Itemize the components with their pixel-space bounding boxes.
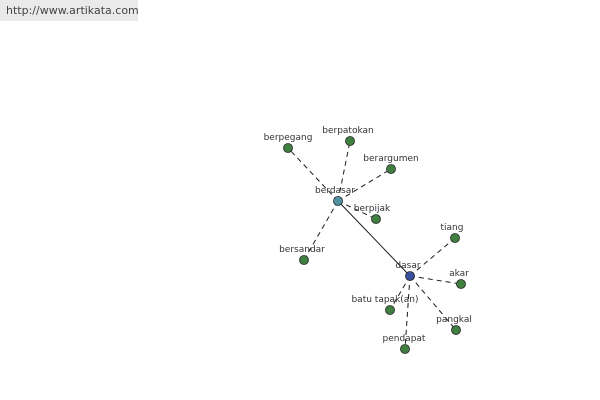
edge-dasar-pangkal: [409, 275, 457, 331]
node-label-akar: akar: [449, 269, 469, 279]
node-dot-bersandar[interactable]: [299, 255, 309, 265]
node-berpijak[interactable]: berpijak: [354, 204, 391, 224]
node-label-berdasar: berdasar: [315, 186, 355, 196]
node-label-berpijak: berpijak: [354, 204, 391, 214]
node-berargumen[interactable]: berargumen: [363, 154, 419, 174]
node-label-berpatokan: berpatokan: [322, 126, 374, 136]
edge-dasar-batu-tapak: [389, 275, 411, 311]
node-dot-berpijak[interactable]: [371, 214, 381, 224]
node-dot-pangkal[interactable]: [451, 325, 461, 335]
node-label-tiang: tiang: [441, 223, 464, 233]
node-akar[interactable]: akar: [449, 269, 469, 289]
edge-berdasar-berpegang: [287, 147, 339, 202]
node-dot-pendapat[interactable]: [400, 344, 410, 354]
edge-berdasar-bersandar: [303, 200, 339, 261]
edge-dasar-tiang: [409, 237, 456, 277]
node-batu-tapak[interactable]: batu tapak(an): [351, 295, 419, 315]
edge-berdasar-dasar: [337, 200, 411, 277]
node-pendapat[interactable]: pendapat: [383, 334, 426, 354]
node-dot-berargumen[interactable]: [386, 164, 396, 174]
node-dot-berpegang[interactable]: [283, 143, 293, 153]
node-label-dasar: dasar: [395, 261, 420, 271]
source-url[interactable]: http://www.artikata.com: [0, 0, 139, 21]
node-tiang[interactable]: tiang: [441, 223, 464, 243]
node-label-berpegang: berpegang: [264, 133, 313, 143]
node-label-batu-tapak: batu tapak(an): [351, 295, 418, 305]
graph-nodes: berdasar dasar berpegang berpatokan berargum…: [264, 126, 472, 354]
node-label-pangkal: pangkal: [436, 315, 472, 325]
node-dot-berdasar[interactable]: [333, 196, 343, 206]
edge-berdasar-berpatokan: [337, 140, 351, 202]
node-bersandar[interactable]: bersandar: [279, 245, 325, 265]
node-dot-berpatokan[interactable]: [345, 136, 355, 146]
node-berdasar[interactable]: berdasar: [315, 186, 355, 206]
node-dot-dasar[interactable]: [405, 271, 415, 281]
graph-edges: [287, 140, 462, 350]
node-label-berargumen: berargumen: [363, 154, 418, 164]
node-dot-batu-tapak[interactable]: [385, 305, 395, 315]
node-label-bersandar: bersandar: [279, 245, 325, 255]
edge-berdasar-berargumen: [337, 168, 392, 202]
edge-berdasar-berpijak: [337, 200, 377, 220]
node-berpatokan[interactable]: berpatokan: [322, 126, 374, 146]
node-dot-tiang[interactable]: [450, 233, 460, 243]
node-dot-akar[interactable]: [456, 279, 466, 289]
node-label-pendapat: pendapat: [383, 334, 426, 344]
node-berpegang[interactable]: berpegang: [264, 133, 313, 153]
node-dasar[interactable]: dasar: [395, 261, 421, 281]
node-pangkal[interactable]: pangkal: [436, 315, 472, 335]
edge-dasar-pendapat: [404, 275, 411, 350]
